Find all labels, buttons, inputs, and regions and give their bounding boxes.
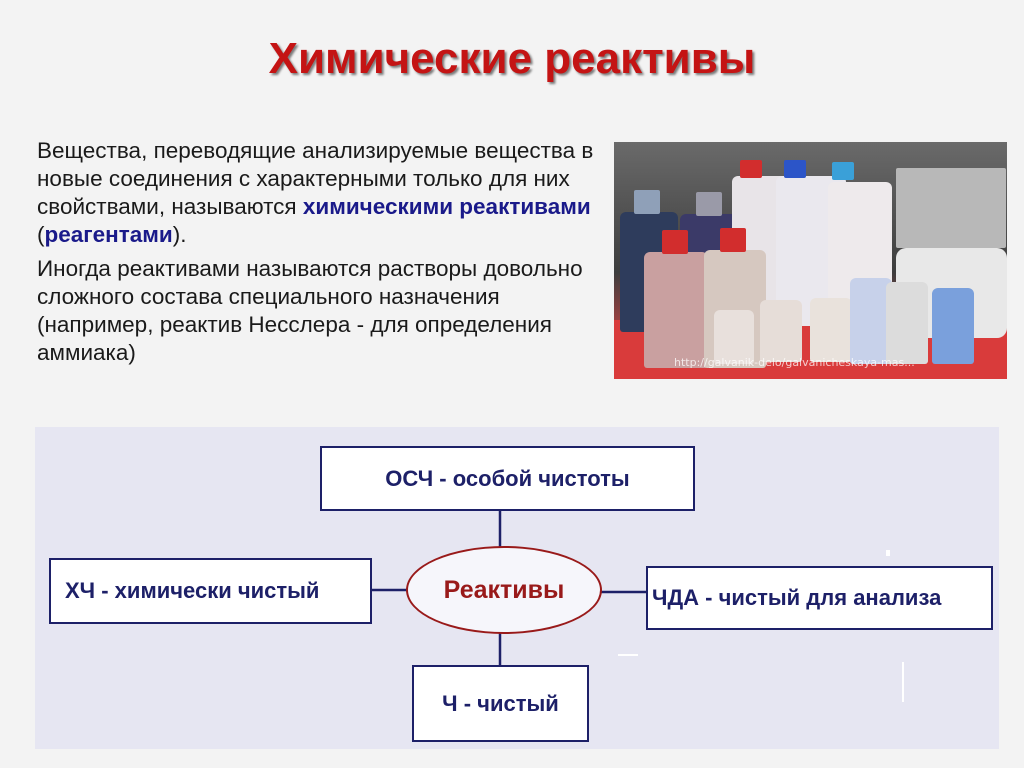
bottle-white-1 — [886, 282, 928, 364]
grade-chda-box: ЧДА - чистый для анализа — [646, 566, 993, 630]
grade-chda-label: ЧДА - чистый для анализа — [652, 585, 942, 610]
grade-osch-box: ОСЧ - особой чистоты — [320, 446, 695, 511]
jar-2 — [760, 300, 802, 362]
jar-3 — [810, 298, 852, 362]
decorative-mark — [902, 662, 904, 702]
bottle-blue-label — [850, 278, 892, 364]
reagent-bottles-photo: http://galvanik-delo/galvanicheskaya-mas… — [614, 142, 1007, 379]
photo-watermark: http://galvanik-delo/galvanicheskaya-mas… — [674, 356, 915, 369]
decorative-mark — [618, 654, 638, 656]
bottle-cap — [696, 192, 722, 216]
box-edel-chromglanz — [896, 168, 1006, 248]
term-reagents: реагентами — [44, 222, 173, 247]
grade-osch-label: ОСЧ - особой чистоты — [385, 465, 630, 491]
grade-ch-label: Ч - чистый — [442, 690, 559, 716]
bottle-blue-1 — [932, 288, 974, 364]
paragraph-definition-part3: ). — [172, 222, 187, 247]
reagents-center-label: Реактивы — [443, 575, 565, 604]
jar-1 — [714, 310, 754, 364]
reagents-center-ellipse: Реактивы — [406, 546, 602, 634]
decorative-mark — [886, 550, 890, 556]
bottle-cap — [784, 160, 806, 178]
paragraph-definition: Вещества, переводящие анализируемые веще… — [37, 137, 597, 249]
term-chemical-reagents: химическими реактивами — [302, 194, 591, 219]
bottle-cap — [634, 190, 660, 214]
paragraph-solutions: Иногда реактивами называются растворы до… — [37, 256, 583, 365]
bottle-cap — [740, 160, 762, 178]
grade-hch-label: ХЧ - химически чистый — [65, 578, 320, 603]
bottle-front-1 — [644, 252, 708, 368]
paragraph-definition-part1: Вещества, переводящие анализируемые веще… — [37, 138, 594, 219]
definition-text: Вещества, переводящие анализируемые веще… — [37, 137, 597, 373]
bottle-cap — [720, 228, 746, 252]
grade-ch-box: Ч - чистый — [412, 665, 589, 742]
bottle-cap — [832, 162, 854, 180]
slide-title: Химические реактивы — [268, 34, 756, 83]
bottle-cap — [662, 230, 688, 254]
grade-hch-box: ХЧ - химически чистый — [49, 558, 372, 624]
paragraph-definition-part2: ( — [37, 222, 45, 247]
